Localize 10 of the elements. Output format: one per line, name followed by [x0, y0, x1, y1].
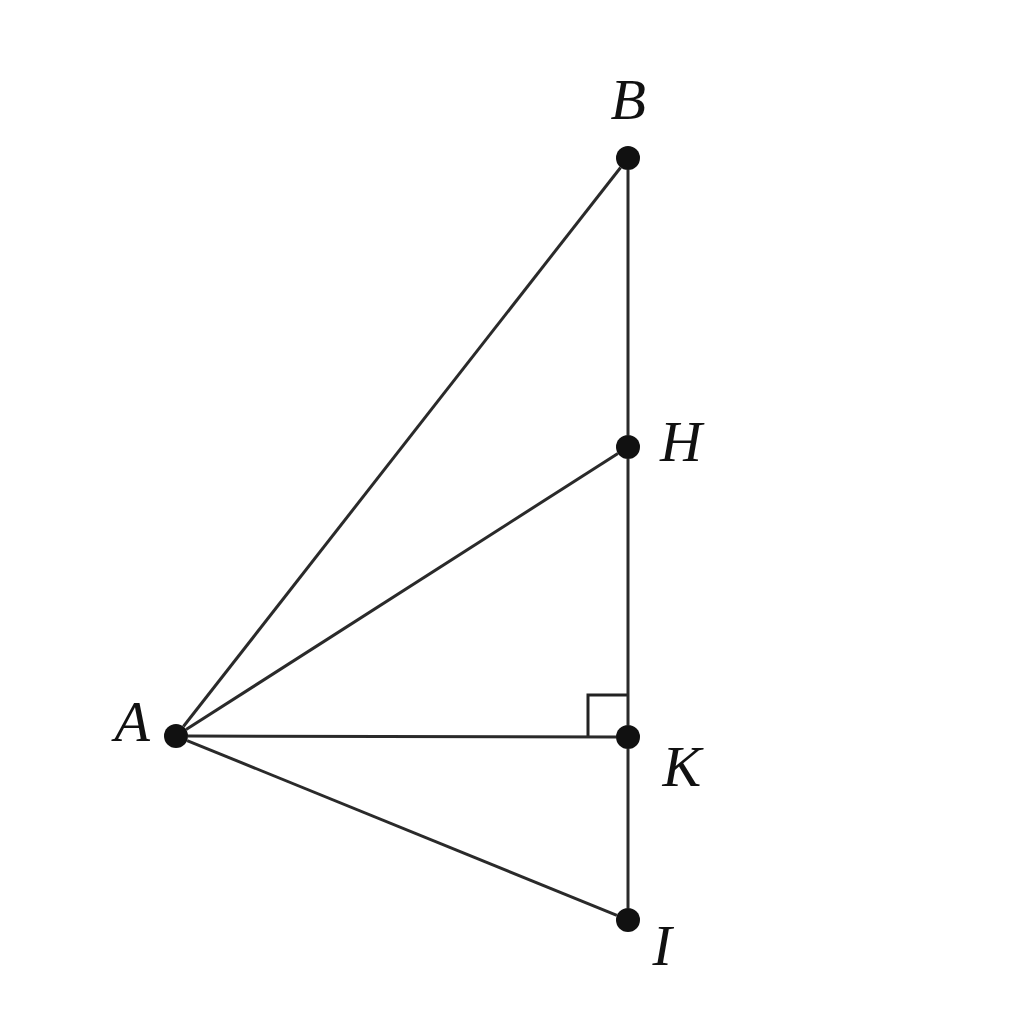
line-segment: [186, 739, 618, 917]
point-label: B: [610, 70, 646, 130]
line-segment: [626, 749, 630, 908]
line-segment: [188, 734, 616, 739]
line-segment: [626, 170, 630, 435]
line-segment: [626, 459, 630, 725]
point-label: K: [662, 737, 702, 797]
point-label: I: [652, 916, 672, 976]
line-segment: [185, 452, 619, 731]
line-segment: [182, 166, 622, 728]
